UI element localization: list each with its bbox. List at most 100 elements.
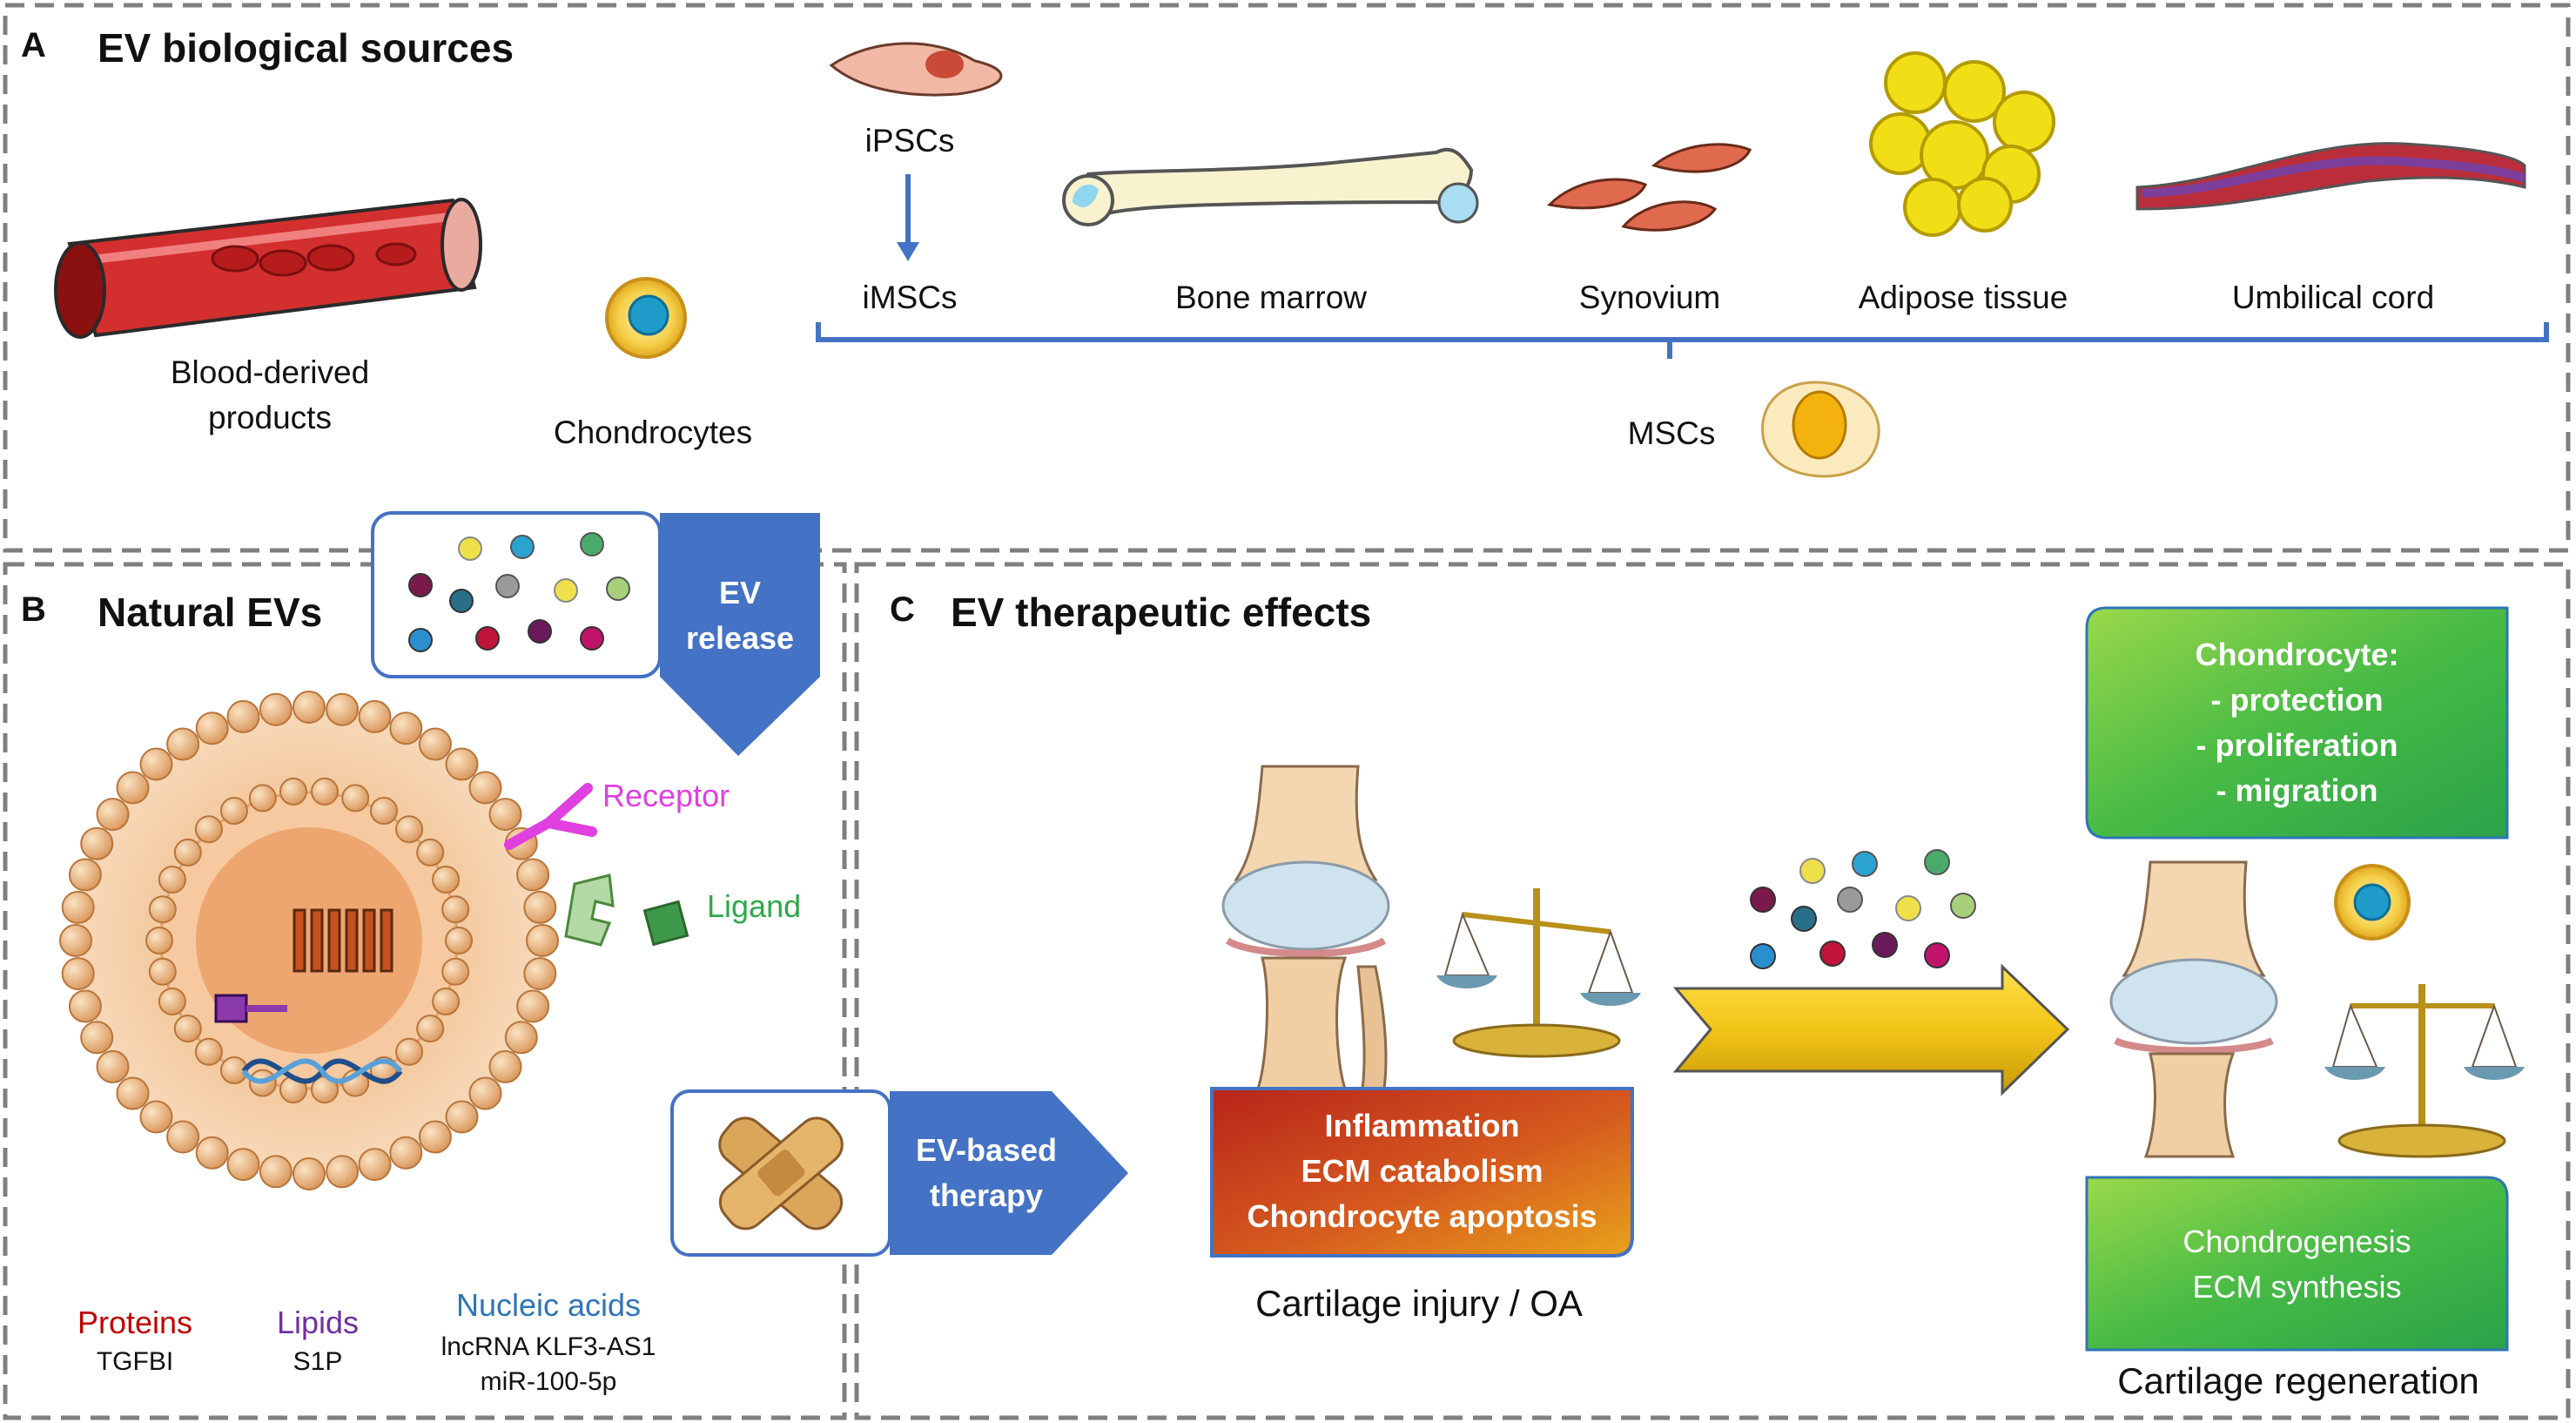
synovium-cells-illustration (1546, 143, 1752, 232)
blood-vessel-illustration (54, 198, 482, 339)
nucleic-acid-helix-icon (241, 1058, 403, 1084)
lipid-bead (358, 1148, 392, 1182)
chondrocyte-effects-box (2085, 606, 2509, 840)
chondrocyte-cell-illustration (605, 277, 687, 359)
lipid-bead (61, 957, 95, 991)
lipid-bead (432, 866, 461, 894)
panel-b-letter: B (21, 590, 46, 629)
lipid-bead (358, 699, 392, 733)
lipid-bead (395, 815, 424, 844)
lipid-bead (416, 1015, 445, 1043)
lipid-bead (226, 699, 260, 733)
proteins-sub-label: TGFBI (96, 1347, 174, 1376)
lipid-bead (145, 927, 173, 954)
chondrocytes-label: Chondrocytes (553, 415, 753, 450)
balance-scale-injury-icon (1436, 888, 1641, 1058)
lipid-bead (526, 924, 559, 957)
lipid-bead (441, 957, 470, 986)
ev-vesicle-illustration (59, 691, 559, 1190)
chondrocyte-cell-c-icon (2334, 864, 2411, 941)
lipid-bead (259, 1155, 293, 1189)
lipid-bead (194, 1037, 223, 1066)
balance-scale-regen-icon (2324, 984, 2525, 1158)
bandage-icon (718, 1116, 844, 1231)
lipid-bead (504, 1021, 538, 1055)
panel-c-title: EV therapeutic effects (951, 590, 1372, 635)
lipid-bead (445, 927, 473, 954)
lipid-bead (488, 798, 522, 832)
lipid-bead (488, 1049, 522, 1083)
receptor-label: Receptor (602, 778, 730, 813)
ligand-icon (564, 873, 689, 947)
ipsc-to-imsc-arrow (897, 174, 919, 261)
regeneration-caption: Cartilage regeneration (2117, 1360, 2479, 1401)
lipid-bead (139, 747, 173, 781)
lipid-bead (96, 1049, 130, 1083)
bone-marrow-label: Bone marrow (1174, 280, 1368, 315)
lipid-bead (116, 771, 150, 805)
ev-cargo-beads-c (1750, 849, 1976, 969)
lipid-bead (226, 1148, 260, 1182)
lipid-bead (68, 989, 102, 1023)
msc-cell-illustration (1761, 381, 1880, 478)
lipid-s1p-icon (214, 994, 287, 1023)
lipid-bead (220, 797, 248, 825)
ev-release-label: EV release (685, 575, 795, 656)
lipid-bead (441, 895, 470, 924)
lipid-bead (516, 989, 550, 1023)
transmembrane-protein-icon (293, 908, 393, 973)
regeneration-effects-box (2085, 1176, 2509, 1352)
msc-bracket (816, 322, 2549, 359)
lipid-bead (59, 924, 92, 957)
adipose-tissue-label: Adipose tissue (1858, 280, 2068, 315)
lipid-bead (445, 747, 479, 781)
lipid-bead (293, 1157, 326, 1190)
panel-c-letter: C (890, 590, 915, 629)
lipid-bead (468, 1076, 502, 1110)
ipsc-cell-illustration (829, 42, 1003, 97)
injury-effects-text: Inflammation ECM catabolism Chondrocyte … (1247, 1108, 1597, 1234)
lipid-bead (418, 1120, 452, 1154)
injured-knee-illustration (1221, 765, 1390, 1090)
regeneration-arrow (1672, 963, 2070, 1096)
lipid-bead (389, 712, 423, 745)
lipid-bead (259, 692, 293, 726)
nucleic-acids-label: Nucleic acids (455, 1287, 642, 1323)
umbilical-cord-illustration (2135, 142, 2526, 211)
lipid-bead (158, 988, 186, 1015)
ev-therapy-label: EV-based therapy (915, 1132, 1058, 1213)
lipid-bead (523, 890, 557, 924)
lipid-bead (68, 858, 102, 892)
panel-a-title: EV biological sources (98, 25, 515, 71)
lipid-bead (195, 712, 229, 745)
panel-b-title: Natural EVs (98, 590, 323, 635)
ev-release-cargo-beads (408, 532, 630, 652)
lipid-bead (194, 815, 223, 844)
lipid-bead (80, 1021, 114, 1055)
lipid-bead (148, 895, 177, 924)
bone-illustration (1062, 147, 1479, 226)
lipid-bead (468, 771, 502, 805)
lipid-bead (326, 692, 360, 726)
lipids-sub-label: S1P (293, 1347, 343, 1376)
lipid-bead (432, 988, 461, 1015)
lipid-bead (326, 1155, 360, 1189)
nucleic-acids-sub-label: lncRNA KLF3-AS1 miR-100-5p (441, 1332, 656, 1396)
lipid-bead (389, 1136, 423, 1170)
lipid-bead (311, 777, 339, 806)
lipid-bead (61, 890, 95, 924)
imscs-label: iMSCs (862, 280, 958, 315)
lipid-bead (116, 1076, 150, 1110)
healthy-knee-illustration (2109, 860, 2278, 1158)
lipid-bead (166, 1120, 200, 1154)
panel-c-border (854, 562, 2571, 1420)
blood-products-label: Blood-derived products (170, 354, 370, 435)
lipid-bead (395, 1037, 424, 1066)
ligand-label: Ligand (707, 888, 802, 924)
lipid-bead (523, 957, 557, 991)
lipid-bead (173, 838, 202, 867)
lipid-bead (248, 784, 277, 813)
lipid-bead (416, 838, 445, 867)
panel-a-letter: A (21, 26, 46, 64)
lipid-bead (148, 957, 177, 986)
